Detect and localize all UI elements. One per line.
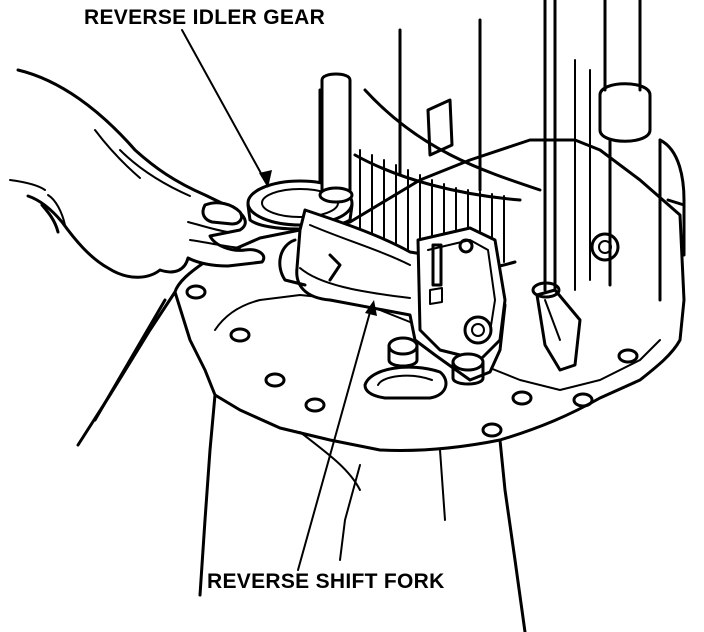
reverse-idler-gear [246, 72, 354, 231]
flange-bolt-holes [185, 249, 639, 438]
reverse-shift-fork [278, 208, 507, 400]
callout-reverse-shift-fork: REVERSE SHIFT FORK [207, 300, 445, 593]
transmission-case [76, 138, 686, 632]
callout-reverse-idler-gear: REVERSE IDLER GEAR [84, 6, 325, 188]
label-reverse-shift-fork: REVERSE SHIFT FORK [207, 570, 445, 593]
label-reverse-idler-gear: REVERSE IDLER GEAR [84, 6, 325, 29]
leader-arrowhead-top [259, 170, 272, 188]
leader-arrowhead-bottom [365, 300, 377, 316]
technician-hand [9, 68, 266, 279]
